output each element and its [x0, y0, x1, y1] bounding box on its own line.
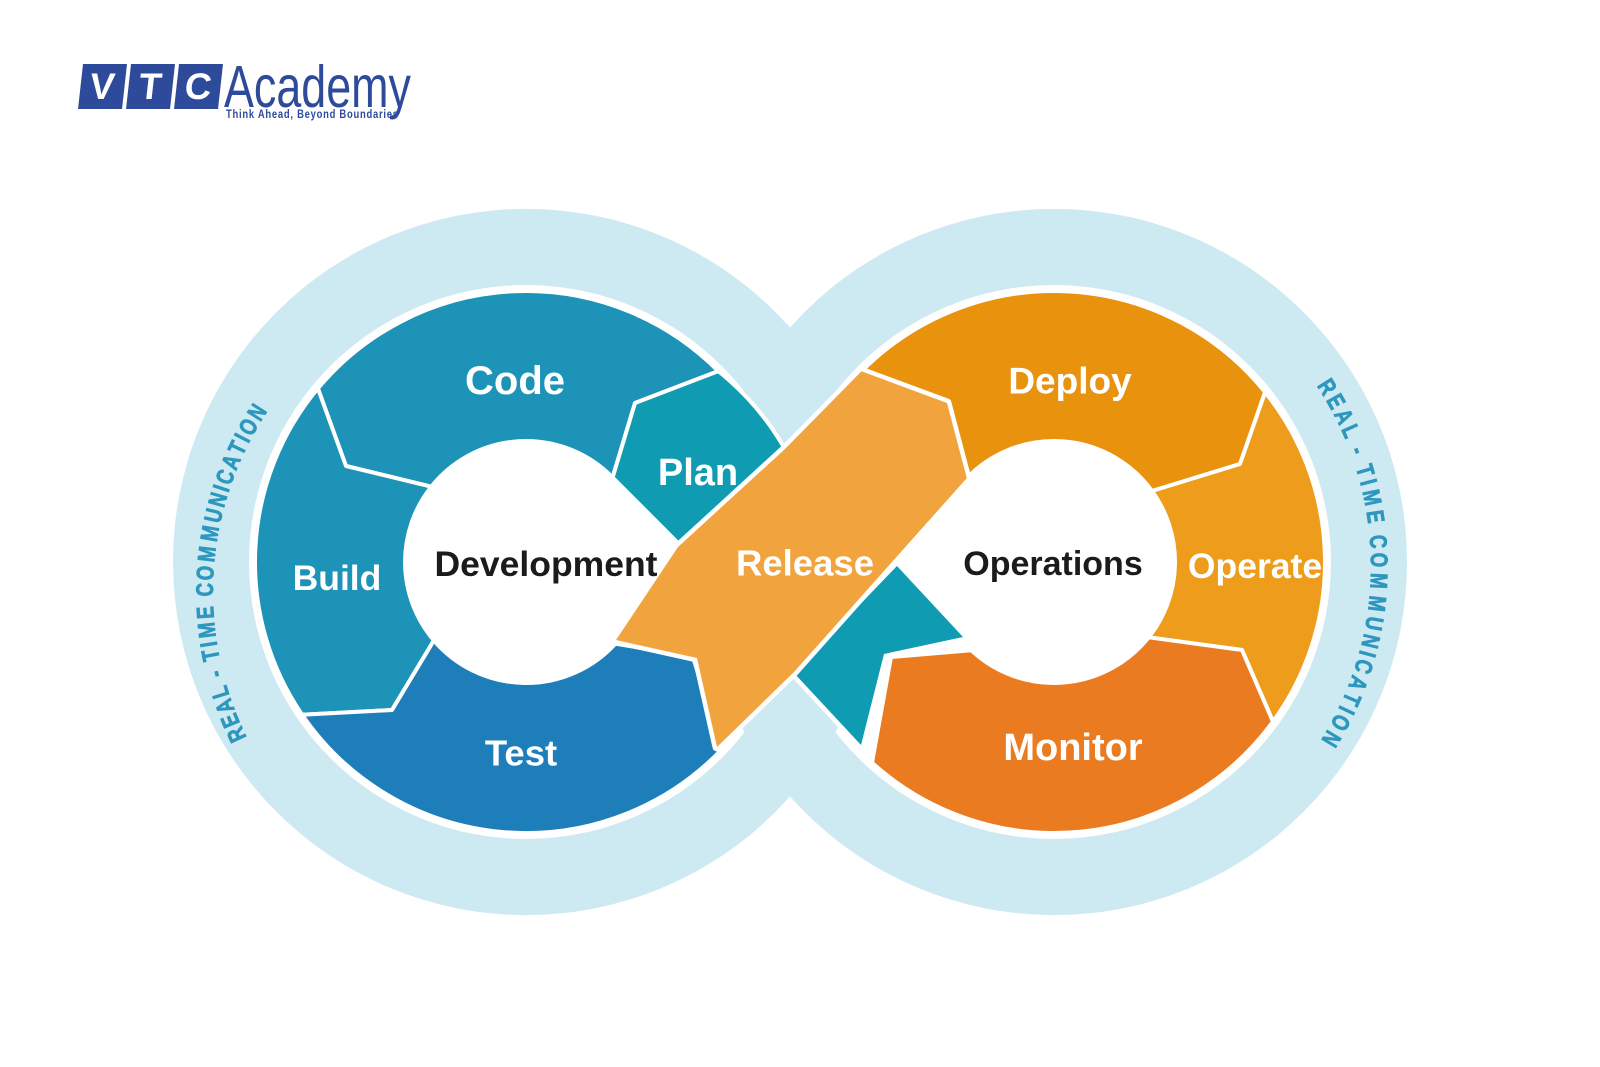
svg-text:M: M	[193, 545, 221, 564]
svg-text:Development: Development	[435, 544, 658, 584]
svg-text:Monitor: Monitor	[1003, 727, 1143, 769]
svg-text:C: C	[192, 583, 219, 597]
svg-text:U: U	[1360, 615, 1389, 633]
svg-text:M: M	[196, 524, 225, 544]
svg-text:C: C	[1364, 534, 1392, 549]
svg-text:E: E	[192, 606, 219, 620]
svg-text:Build: Build	[293, 558, 382, 598]
svg-text:N: N	[1356, 632, 1385, 651]
svg-text:M: M	[1365, 573, 1392, 590]
svg-text:T: T	[197, 647, 225, 663]
svg-text:Operate: Operate	[1188, 546, 1322, 586]
svg-text:U: U	[199, 506, 228, 525]
svg-text:O: O	[1365, 552, 1392, 567]
svg-text:M: M	[1363, 594, 1391, 612]
svg-text:Release: Release	[736, 543, 874, 584]
svg-text:Code: Code	[465, 359, 565, 403]
svg-text:Test: Test	[485, 733, 557, 774]
svg-text:O: O	[192, 565, 220, 581]
svg-text:Deploy: Deploy	[1008, 361, 1132, 402]
svg-text:I: I	[196, 640, 223, 649]
svg-text:Operations: Operations	[963, 545, 1142, 583]
svg-text:M: M	[1357, 487, 1386, 508]
svg-text:E: E	[1361, 508, 1389, 524]
svg-text:Plan: Plan	[658, 452, 738, 494]
svg-text:M: M	[193, 621, 221, 640]
